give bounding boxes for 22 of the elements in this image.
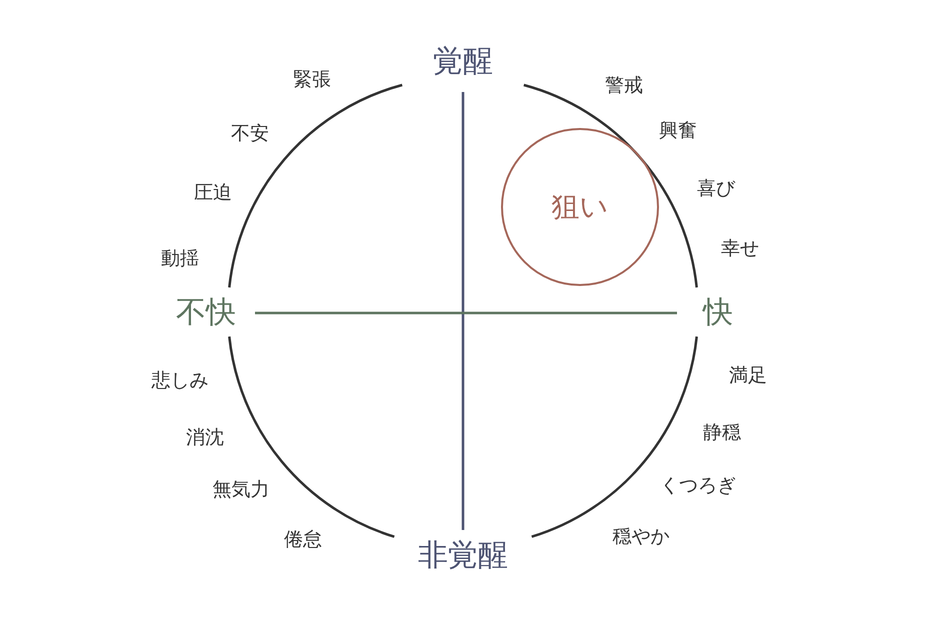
emotion-label: 警戒 xyxy=(605,74,643,98)
target-circle xyxy=(501,128,659,286)
emotion-label: くつろぎ xyxy=(660,474,736,498)
emotion-label: 不安 xyxy=(231,122,269,146)
axis-label: 覚醒 xyxy=(433,44,493,80)
emotion-label: 興奮 xyxy=(659,120,697,142)
emotion-label: 動揺 xyxy=(161,248,199,270)
axis-label: 非覚醒 xyxy=(418,538,508,574)
emotion-label: 喜び xyxy=(697,178,735,200)
emotion-label: 倦怠 xyxy=(284,528,322,552)
emotion-label: 無気力 xyxy=(212,478,270,502)
emotion-label: 満足 xyxy=(729,364,767,388)
emotion-label: 幸せ xyxy=(721,238,759,260)
axis-label: 不快 xyxy=(176,295,236,331)
emotion-label: 消沈 xyxy=(186,426,224,450)
emotion-label: 穏やか xyxy=(612,526,670,548)
emotion-label: 悲しみ xyxy=(152,370,208,392)
emotion-label: 静穏 xyxy=(703,422,741,444)
target-label: 狙い xyxy=(552,189,608,225)
axis-label: 快 xyxy=(703,295,733,331)
emotion-label: 緊張 xyxy=(293,68,331,92)
emotion-label: 圧迫 xyxy=(194,182,232,204)
